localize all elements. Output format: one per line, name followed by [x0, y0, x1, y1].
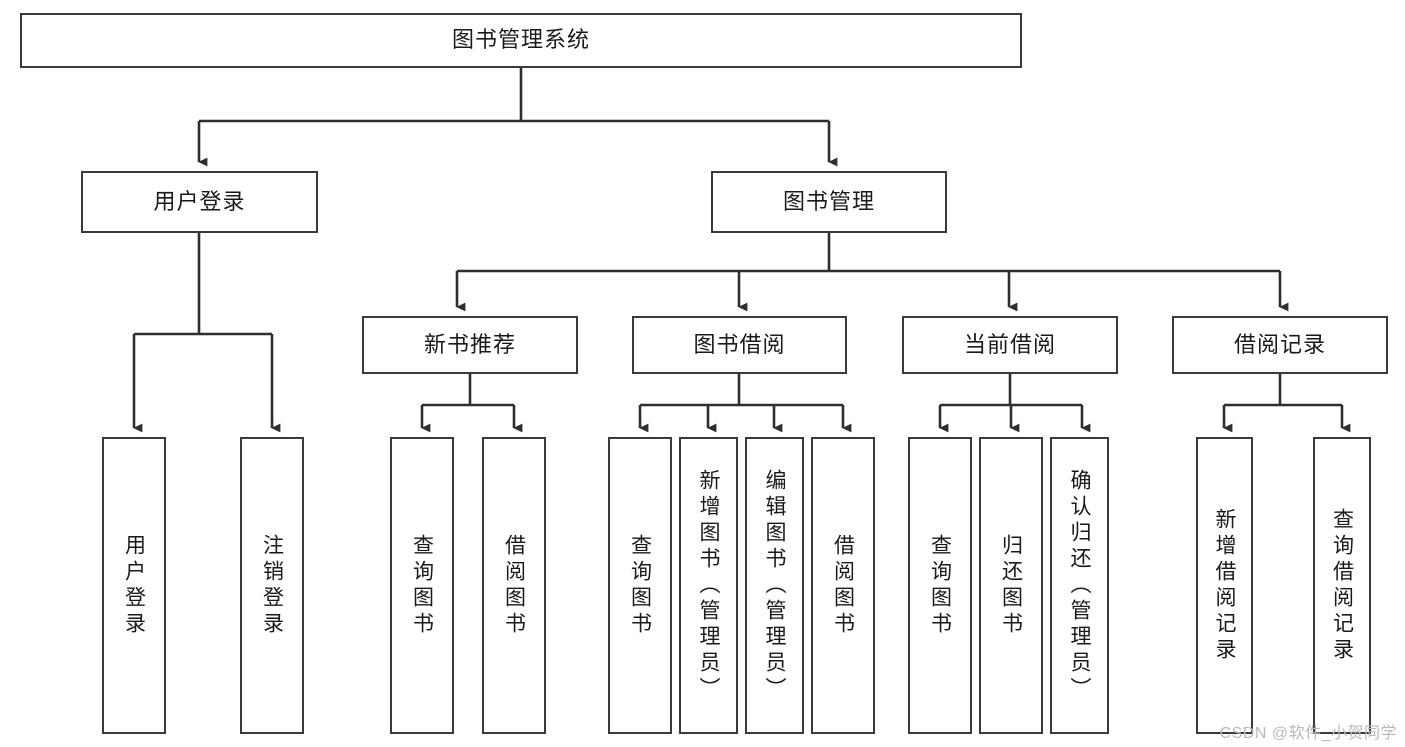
node-book-borrow[interactable]: 图书借阅	[632, 316, 847, 374]
node-leaf-user-login[interactable]: 用户登录	[102, 437, 166, 734]
node-leaf-borrow-book-1[interactable]: 借阅图书	[482, 437, 546, 734]
node-leaf-confirm-return-label: 确认归还（管理员）	[1068, 468, 1091, 703]
node-leaf-query-record-label: 查询借阅记录	[1330, 507, 1354, 664]
node-leaf-edit-book-label: 编辑图书（管理员）	[763, 468, 786, 703]
node-leaf-user-logout[interactable]: 注销登录	[240, 437, 304, 734]
node-leaf-add-book-label: 新增图书（管理员）	[697, 468, 720, 703]
node-leaf-add-record[interactable]: 新增借阅记录	[1196, 437, 1253, 734]
node-leaf-query-book-2[interactable]: 查询图书	[608, 437, 672, 734]
node-leaf-query-book-1-label: 查询图书	[410, 533, 434, 638]
node-borrow-record[interactable]: 借阅记录	[1172, 316, 1388, 374]
node-leaf-add-book[interactable]: 新增图书（管理员）	[679, 437, 738, 734]
node-current-borrow-label: 当前借阅	[963, 331, 1056, 357]
node-root-label: 图书管理系统	[451, 27, 590, 53]
csdn-watermark: CSDN @软件_小贺同学	[1219, 725, 1397, 742]
node-leaf-query-book-3[interactable]: 查询图书	[908, 437, 972, 734]
node-leaf-confirm-return[interactable]: 确认归还（管理员）	[1050, 437, 1109, 734]
node-leaf-borrow-book-2-label: 借阅图书	[831, 533, 855, 638]
node-leaf-return-book[interactable]: 归还图书	[979, 437, 1043, 734]
node-leaf-borrow-book-2[interactable]: 借阅图书	[811, 437, 875, 734]
node-leaf-query-book-2-label: 查询图书	[628, 533, 652, 638]
node-new-book-rec[interactable]: 新书推荐	[362, 316, 578, 374]
node-new-book-rec-label: 新书推荐	[423, 331, 516, 357]
node-leaf-query-book-3-label: 查询图书	[928, 533, 952, 638]
node-leaf-query-record[interactable]: 查询借阅记录	[1313, 437, 1371, 734]
node-leaf-return-book-label: 归还图书	[999, 533, 1023, 638]
node-book-manage-label: 图书管理	[782, 188, 875, 214]
node-book-manage[interactable]: 图书管理	[711, 171, 947, 233]
node-leaf-edit-book[interactable]: 编辑图书（管理员）	[745, 437, 804, 734]
node-borrow-record-label: 借阅记录	[1233, 331, 1326, 357]
node-leaf-borrow-book-1-label: 借阅图书	[502, 533, 526, 638]
node-user-login-label: 用户登录	[153, 188, 246, 214]
node-leaf-add-record-label: 新增借阅记录	[1213, 507, 1236, 664]
node-leaf-query-book-1[interactable]: 查询图书	[390, 437, 454, 734]
node-book-borrow-label: 图书借阅	[693, 331, 786, 357]
node-user-login[interactable]: 用户登录	[81, 171, 318, 233]
node-leaf-user-logout-label: 注销登录	[260, 533, 284, 638]
node-leaf-user-login-label: 用户登录	[122, 533, 146, 638]
node-current-borrow[interactable]: 当前借阅	[902, 316, 1118, 374]
node-root[interactable]: 图书管理系统	[20, 13, 1022, 68]
